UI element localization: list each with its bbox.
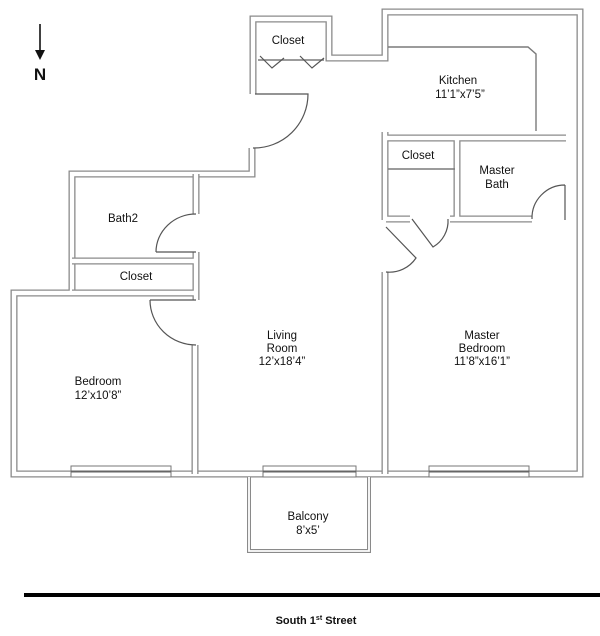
closet-hall-label: Closet — [120, 271, 153, 283]
balcony-walls — [247, 477, 371, 553]
kitchen-label: Kitchen — [439, 75, 477, 87]
bifold-door-icon — [299, 55, 325, 69]
bifold-door-icon — [259, 55, 285, 69]
bath2-door-icon — [155, 213, 197, 253]
living-room-size: 12’x18’4” — [259, 356, 306, 368]
master-bedroom-label-2: Bedroom — [459, 343, 506, 355]
doors — [149, 93, 566, 346]
living-room-label-2: Room — [267, 343, 298, 355]
closet-entry-label: Closet — [272, 35, 305, 47]
bedroom-size: 12’x10’8” — [75, 390, 122, 402]
street-line — [24, 593, 600, 597]
balcony-size: 8’x5’ — [296, 525, 320, 537]
master-bath-label-2: Bath — [485, 179, 509, 191]
entry-door-icon — [252, 93, 309, 149]
bath2-label: Bath2 — [108, 213, 138, 225]
master-bedroom-door-icon — [385, 226, 417, 273]
master-bath-label-1: Master — [479, 165, 514, 177]
north-arrow-icon — [35, 24, 45, 60]
balcony-label: Balcony — [288, 511, 329, 523]
bedroom-door-icon — [149, 299, 197, 346]
master-bath-door-icon — [531, 184, 566, 220]
master-closet-door-icon — [411, 218, 449, 248]
bedroom-label: Bedroom — [75, 376, 122, 388]
exterior-walls — [10, 8, 584, 478]
north-label: N — [34, 65, 46, 84]
kitchen-size: 11’1”x7’5” — [435, 89, 485, 101]
street-label: South 1st Street — [276, 615, 357, 627]
windows — [70, 465, 530, 478]
closet-master-label: Closet — [402, 150, 435, 162]
kitchen-counter — [388, 46, 537, 131]
master-bedroom-label-1: Master — [464, 330, 499, 342]
living-room-label-1: Living — [267, 330, 297, 342]
interior-walls — [72, 46, 566, 474]
master-bedroom-size: 11’8”x16’1” — [454, 356, 510, 368]
